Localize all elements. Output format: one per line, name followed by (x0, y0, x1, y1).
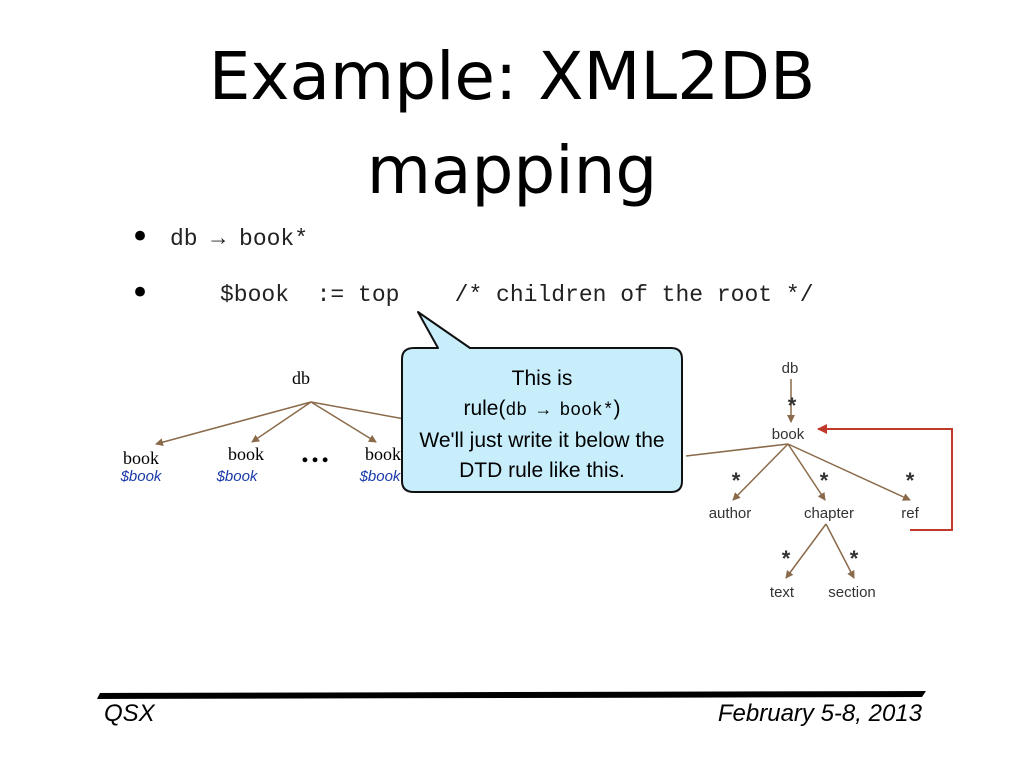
callout-line-3: We'll just write it below the (419, 429, 665, 452)
right-edge-chapter-text (785, 523, 827, 579)
left-tree-book-1: book (123, 448, 159, 468)
left-tree-var-3: $book (359, 468, 402, 485)
right-tree-chapter: chapter (804, 505, 854, 522)
right-star-chapter: * (820, 468, 829, 493)
callout-bubble (401, 311, 683, 493)
left-tree-var-1: $book (120, 468, 163, 485)
left-tree-book-2: book (228, 444, 264, 464)
right-star-section: * (850, 546, 859, 571)
slide-title: Example: XML2DB mapping (0, 30, 1024, 218)
right-tree-ref: ref (901, 505, 919, 522)
right-star-ref: * (906, 468, 915, 493)
callout-text: This is rule(db → book*) We'll just writ… (400, 364, 684, 486)
bullet-text-1: db → book* (170, 226, 309, 252)
right-recursion-arrow (817, 424, 953, 531)
callout-rule-suffix: ) (613, 397, 621, 420)
right-edge-book-chapter (787, 443, 826, 501)
bullet-marker-2: • (130, 273, 151, 313)
left-tree: db book book book … $book $book $book (120, 368, 411, 485)
callout-rule-code: db → book* (505, 401, 614, 421)
left-edge-1 (155, 401, 312, 447)
right-tree-section: section (828, 584, 876, 601)
right-tree-book: book (772, 426, 805, 443)
left-tree-var-2: $book (216, 468, 259, 485)
left-edge-3 (310, 401, 377, 443)
right-edge-book-author (732, 443, 789, 501)
title-line-1: Example: XML2DB (208, 38, 816, 115)
right-tree-author: author (709, 505, 752, 522)
footer-rule (97, 691, 926, 699)
callout-line-1: This is (511, 367, 573, 390)
callout-line-2: rule(db → book*) (400, 394, 684, 426)
right-tree: db * book * * * author chapter ref * * t… (685, 360, 953, 601)
right-star-book: * (788, 393, 797, 418)
left-tree-root: db (292, 368, 310, 388)
right-tree-root: db (782, 360, 799, 377)
left-tree-ellipsis: … (300, 436, 330, 469)
callout-rule-prefix: rule( (463, 397, 506, 420)
right-tree-text: text (770, 584, 795, 601)
bullet-marker-1: • (130, 217, 151, 257)
footer-left: QSX (104, 700, 155, 727)
right-star-author: * (732, 468, 741, 493)
right-edge-book-ref (787, 443, 911, 501)
title-line-2: mapping (366, 132, 658, 209)
right-edge-book-left (685, 443, 789, 457)
bullet-text-2: $book := top /* children of the root */ (220, 282, 814, 308)
callout-line-4: DTD rule like this. (459, 459, 625, 482)
right-star-text: * (782, 546, 791, 571)
right-edge-chapter-section (825, 523, 855, 579)
left-edge-2 (251, 401, 312, 443)
footer-right: February 5-8, 2013 (717, 700, 922, 727)
left-edge-4 (310, 401, 411, 421)
left-tree-book-3: book (365, 444, 401, 464)
